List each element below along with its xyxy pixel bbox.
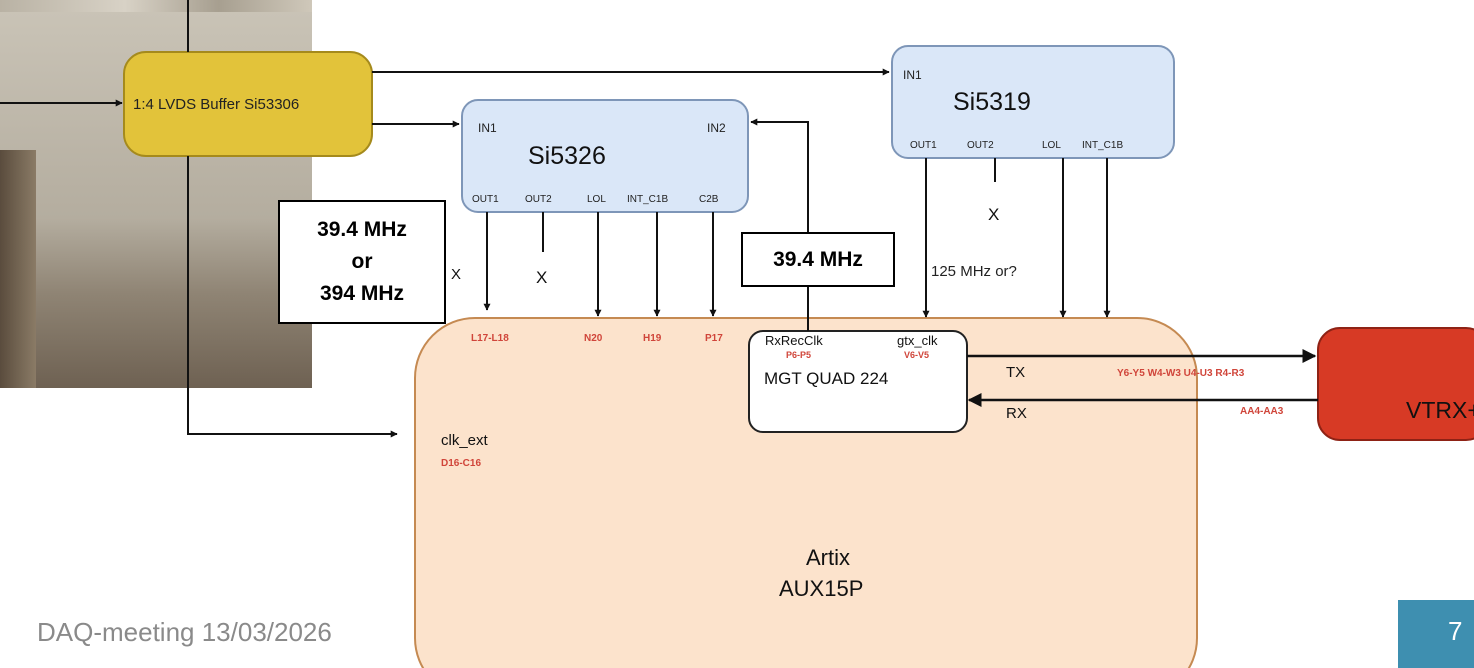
- si5319-out1: OUT1: [910, 140, 937, 151]
- si5326-title: Si5326: [528, 142, 606, 170]
- mgt-recclk-pins: P6-P5: [786, 350, 811, 360]
- x-mark-si5326-out2: X: [536, 268, 547, 287]
- mgt-recclk: RxRecClk: [765, 333, 823, 348]
- fpga-name-line1: Artix: [806, 545, 850, 570]
- vtrx-label: VTRX+: [1406, 397, 1474, 423]
- freq-line-1: 39.4 MHz: [317, 218, 407, 241]
- page-number-badge: 7: [1398, 600, 1474, 668]
- freq-box-recclk: 39.4 MHz: [741, 232, 895, 287]
- si5319-box: [891, 45, 1175, 159]
- si5319-title: Si5319: [953, 88, 1031, 116]
- link-tx-label: TX: [1006, 364, 1025, 381]
- si5326-in1: IN1: [478, 121, 497, 135]
- buffer-label: 1:4 LVDS Buffer Si53306: [133, 96, 299, 113]
- si5326-out2: OUT2: [525, 194, 552, 205]
- wire-buffer-to-clkext: [187, 156, 398, 438]
- si5326-box: [461, 99, 749, 213]
- si5326-intc1b: INT_C1B: [627, 194, 668, 205]
- buffer-box: [123, 51, 373, 157]
- si5326-out1: OUT1: [472, 194, 499, 205]
- mgt-box: [748, 330, 968, 433]
- mgt-gtx-pins: V6-V5: [904, 350, 929, 360]
- wire-recclk-to-si5326-in2: [750, 118, 809, 331]
- mgt-title: MGT QUAD 224: [764, 369, 888, 388]
- footer-text: DAQ-meeting 13/03/2026: [37, 617, 332, 647]
- freq-si5319-out1: 125 MHz or?: [931, 263, 1017, 280]
- fpga-pin-p17: P17: [705, 333, 723, 344]
- si5326-lol: LOL: [587, 194, 606, 205]
- si5319-out2: OUT2: [967, 140, 994, 151]
- fpga-pin-h19: H19: [643, 333, 662, 344]
- x-mark-pll-clk: X: [451, 266, 461, 283]
- fpga-box: [414, 317, 1198, 668]
- link-tx-pins: Y6-Y5 W4-W3 U4-U3 R4-R3: [1117, 368, 1245, 379]
- si5319-lol: LOL: [1042, 140, 1061, 151]
- photo-ceiling: [0, 0, 312, 12]
- link-rx-label: RX: [1006, 405, 1027, 422]
- fpga-pin-l17-l18: L17-L18: [471, 333, 509, 344]
- photo-door: [0, 150, 36, 388]
- si5326-c2b: C2B: [699, 194, 719, 205]
- clk-ext-pins: D16-C16: [441, 458, 481, 469]
- link-rx-pins: AA4-AA3: [1240, 406, 1284, 417]
- mgt-gtx-clk: gtx_clk: [897, 333, 938, 348]
- si5326-in2: IN2: [707, 121, 726, 135]
- vtrx-box: [1317, 327, 1474, 441]
- si5319-in1: IN1: [903, 68, 922, 82]
- freq-line-3: 394 MHz: [319, 282, 405, 305]
- fpga-name-line2: AUX15P: [779, 576, 863, 601]
- x-mark-si5319-out2: X: [988, 205, 999, 224]
- fpga-pin-n20: N20: [584, 333, 603, 344]
- freq-recclk: 39.4 MHz: [773, 248, 863, 271]
- page-number: 7: [1448, 616, 1463, 646]
- freq-box-si5326-out1: 39.4 MHz or 394 MHz: [278, 200, 446, 324]
- clk-ext-label: clk_ext: [441, 432, 489, 449]
- si5319-intc1b: INT_C1B: [1082, 140, 1123, 151]
- freq-line-2: or: [351, 250, 373, 273]
